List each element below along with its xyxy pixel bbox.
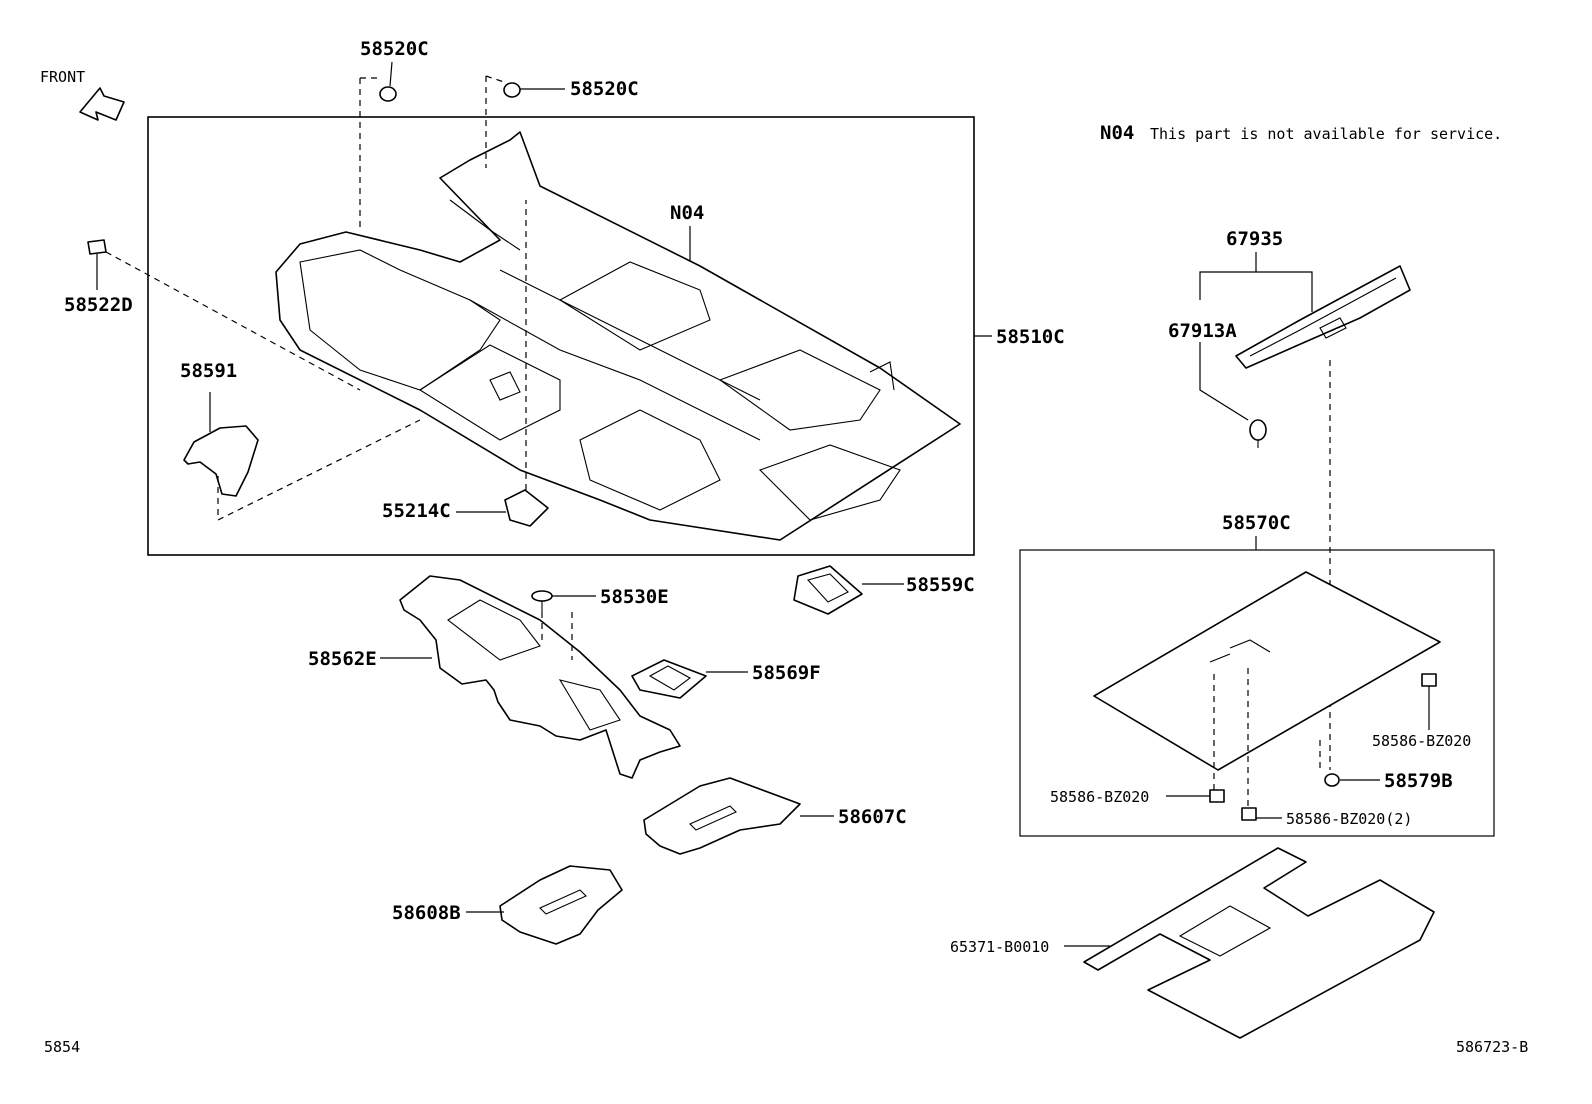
clip-58520C-top-part [379,86,397,102]
fastener-58522D-part [87,239,107,255]
dash-58520C-right-b [485,75,505,83]
clip-58520C-right-part [503,82,521,98]
silencer-58562E-part [399,575,681,779]
note-text: This part is not available for service. [1150,125,1503,143]
front-arrow-icon [79,87,125,121]
note-code: N04 [1100,122,1135,144]
clip-58579B-part [1324,773,1340,787]
leader-58520C-top [389,61,393,87]
label-58579B: 58579B [1384,770,1453,792]
pad-58569F-part [631,659,707,699]
label-N04: N04 [670,202,705,224]
clip-58586-left-part [1209,789,1225,803]
label-58562E: 58562E [308,648,377,670]
label-58570C: 58570C [1222,512,1291,534]
label-58586-two: 58586-BZ020(2) [1286,810,1413,828]
label-58569F: 58569F [752,662,821,684]
footer-right-code: 586723-B [1456,1038,1529,1056]
label-58522D: 58522D [64,294,133,316]
scuff-plate-67935-part [1235,265,1411,369]
mat-65371-part [1083,847,1435,1039]
label-58586-left: 58586-BZ020 [1050,788,1150,806]
label-58607C: 58607C [838,806,907,828]
silencer-58591-part [183,425,259,497]
dash-58591 [217,419,421,521]
label-55214C: 55214C [382,500,451,522]
clip-58586-two-part [1241,807,1257,821]
label-58586-right: 58586-BZ020 [1372,732,1472,750]
label-58608B: 58608B [392,902,461,924]
label-58520C-top: 58520C [360,38,429,60]
label-65371: 65371-B0010 [950,938,1050,956]
clip-67913A-part [1249,419,1267,448]
footer-left-code: 5854 [44,1038,81,1056]
label-58591: 58591 [180,360,238,382]
clip-58586-right-part [1421,673,1437,687]
bracket-67913A [1199,342,1249,421]
label-58530E: 58530E [600,586,669,608]
label-58559C: 58559C [906,574,975,596]
silencer-58607C-part [643,777,801,855]
label-58510C: 58510C [996,326,1065,348]
front-label: FRONT [40,68,86,86]
pad-58559C-part [793,565,863,615]
label-67935: 67935 [1226,228,1284,250]
deck-board-group-box [1019,549,1495,837]
deck-board-58570C-part [1093,571,1441,771]
label-58520C-right: 58520C [570,78,639,100]
bracket-67935 [1199,271,1313,312]
dash-58522D [105,251,361,391]
label-67913A: 67913A [1168,320,1237,342]
floor-carpet-part [275,131,961,541]
silencer-58608B-part [499,865,623,945]
clip-58530E-part [531,590,553,612]
pad-55214C-part [504,489,549,527]
